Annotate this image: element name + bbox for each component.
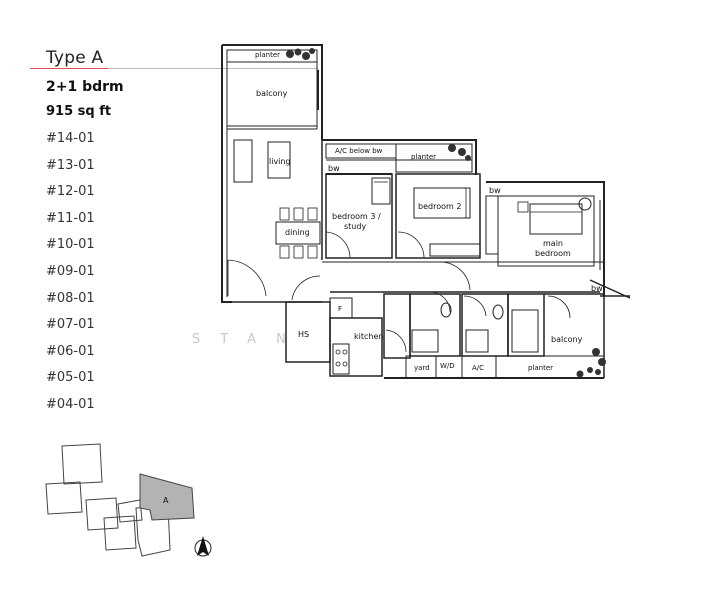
unit-number: #08-01 xyxy=(46,290,95,306)
unit-number: #05-01 xyxy=(46,370,95,386)
label-hs: HS xyxy=(298,330,309,339)
title-rule xyxy=(108,68,318,69)
label-planter-mid: planter xyxy=(411,153,436,161)
label-kitchen: kitchen xyxy=(354,332,383,341)
label-ac: A/C xyxy=(472,364,484,372)
label-balcony-top: balcony xyxy=(256,89,288,98)
label-yard: yard xyxy=(414,364,430,372)
label-study: study xyxy=(344,222,366,231)
unit-number: #06-01 xyxy=(46,343,95,359)
unit-number: #07-01 xyxy=(46,317,95,333)
label-main-bedroom: bedroom xyxy=(535,249,571,258)
plan-walls xyxy=(221,44,631,379)
unit-number: #10-01 xyxy=(46,237,95,253)
unit-number: #04-01 xyxy=(46,396,95,412)
unit-number-list: #14-01 #13-01 #12-01 #11-01 #10-01 #09-0… xyxy=(46,131,95,424)
label-dining: dining xyxy=(285,228,310,237)
title-accent-rule xyxy=(30,68,108,69)
unit-number: #09-01 xyxy=(46,263,95,279)
unit-number: #13-01 xyxy=(46,157,95,173)
planter-shrubs xyxy=(286,48,606,378)
label-wd: W/D xyxy=(440,362,455,370)
label-fridge: F xyxy=(338,305,342,313)
label-bw-1: bw xyxy=(328,164,340,173)
label-bw-3: bw xyxy=(591,284,603,293)
watermark: STAN xyxy=(192,332,306,347)
bedroom-count: 2+1 bdrm xyxy=(46,79,124,95)
unit-number: #12-01 xyxy=(46,184,95,200)
unit-number: #14-01 xyxy=(46,131,95,146)
key-plan-label: A xyxy=(163,496,169,505)
label-ac-below-bw: A/C below bw xyxy=(335,147,383,155)
north-arrow-icon xyxy=(194,536,212,557)
label-main: main xyxy=(543,239,563,248)
label-balcony-bottom: balcony xyxy=(551,335,583,344)
unit-number: #11-01 xyxy=(46,210,95,226)
label-planter-top: planter xyxy=(255,51,280,59)
label-bedroom-2: bedroom 2 xyxy=(418,202,461,211)
unit-area: 915 sq ft xyxy=(46,104,112,119)
label-planter-bottom: planter xyxy=(528,364,553,372)
label-living: living xyxy=(269,157,291,166)
label-bw-2: bw xyxy=(489,186,501,195)
key-plan-highlight xyxy=(139,473,195,521)
label-bedroom-3: bedroom 3 / xyxy=(332,212,381,221)
unit-type-title: Type A xyxy=(46,48,104,68)
